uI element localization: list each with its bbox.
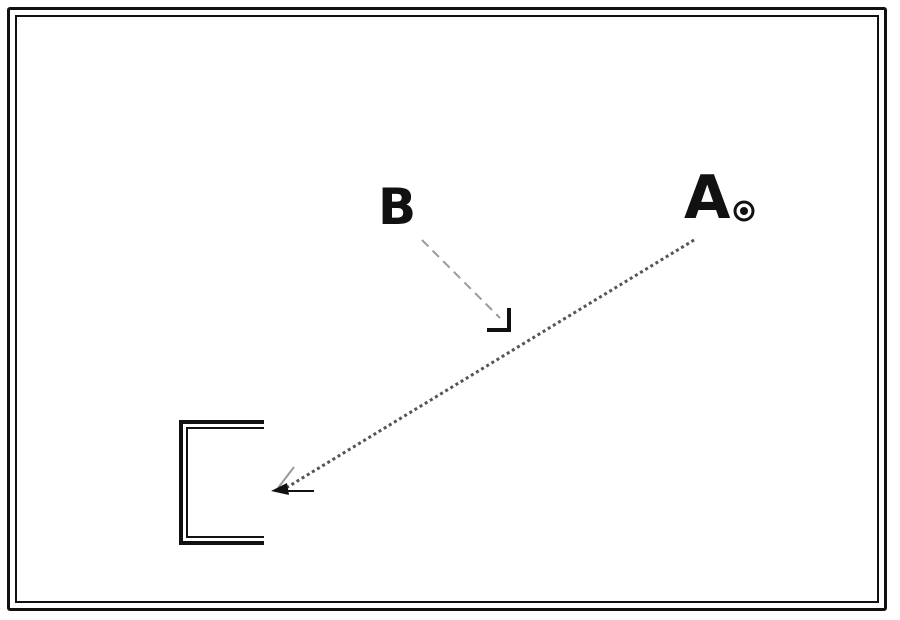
corner-mark: [487, 308, 511, 332]
bracket-wall: [179, 420, 264, 545]
arrowhead-icon: [271, 466, 314, 495]
ray-line: [280, 238, 695, 493]
circle-dot-icon: [733, 200, 755, 222]
outer-frame: [7, 7, 887, 611]
label-a: A: [684, 163, 731, 233]
dashed-pointer-line: [421, 239, 501, 319]
inner-frame: [15, 15, 879, 603]
label-b: B: [378, 178, 417, 236]
bracket-wall-inner: [186, 427, 264, 538]
